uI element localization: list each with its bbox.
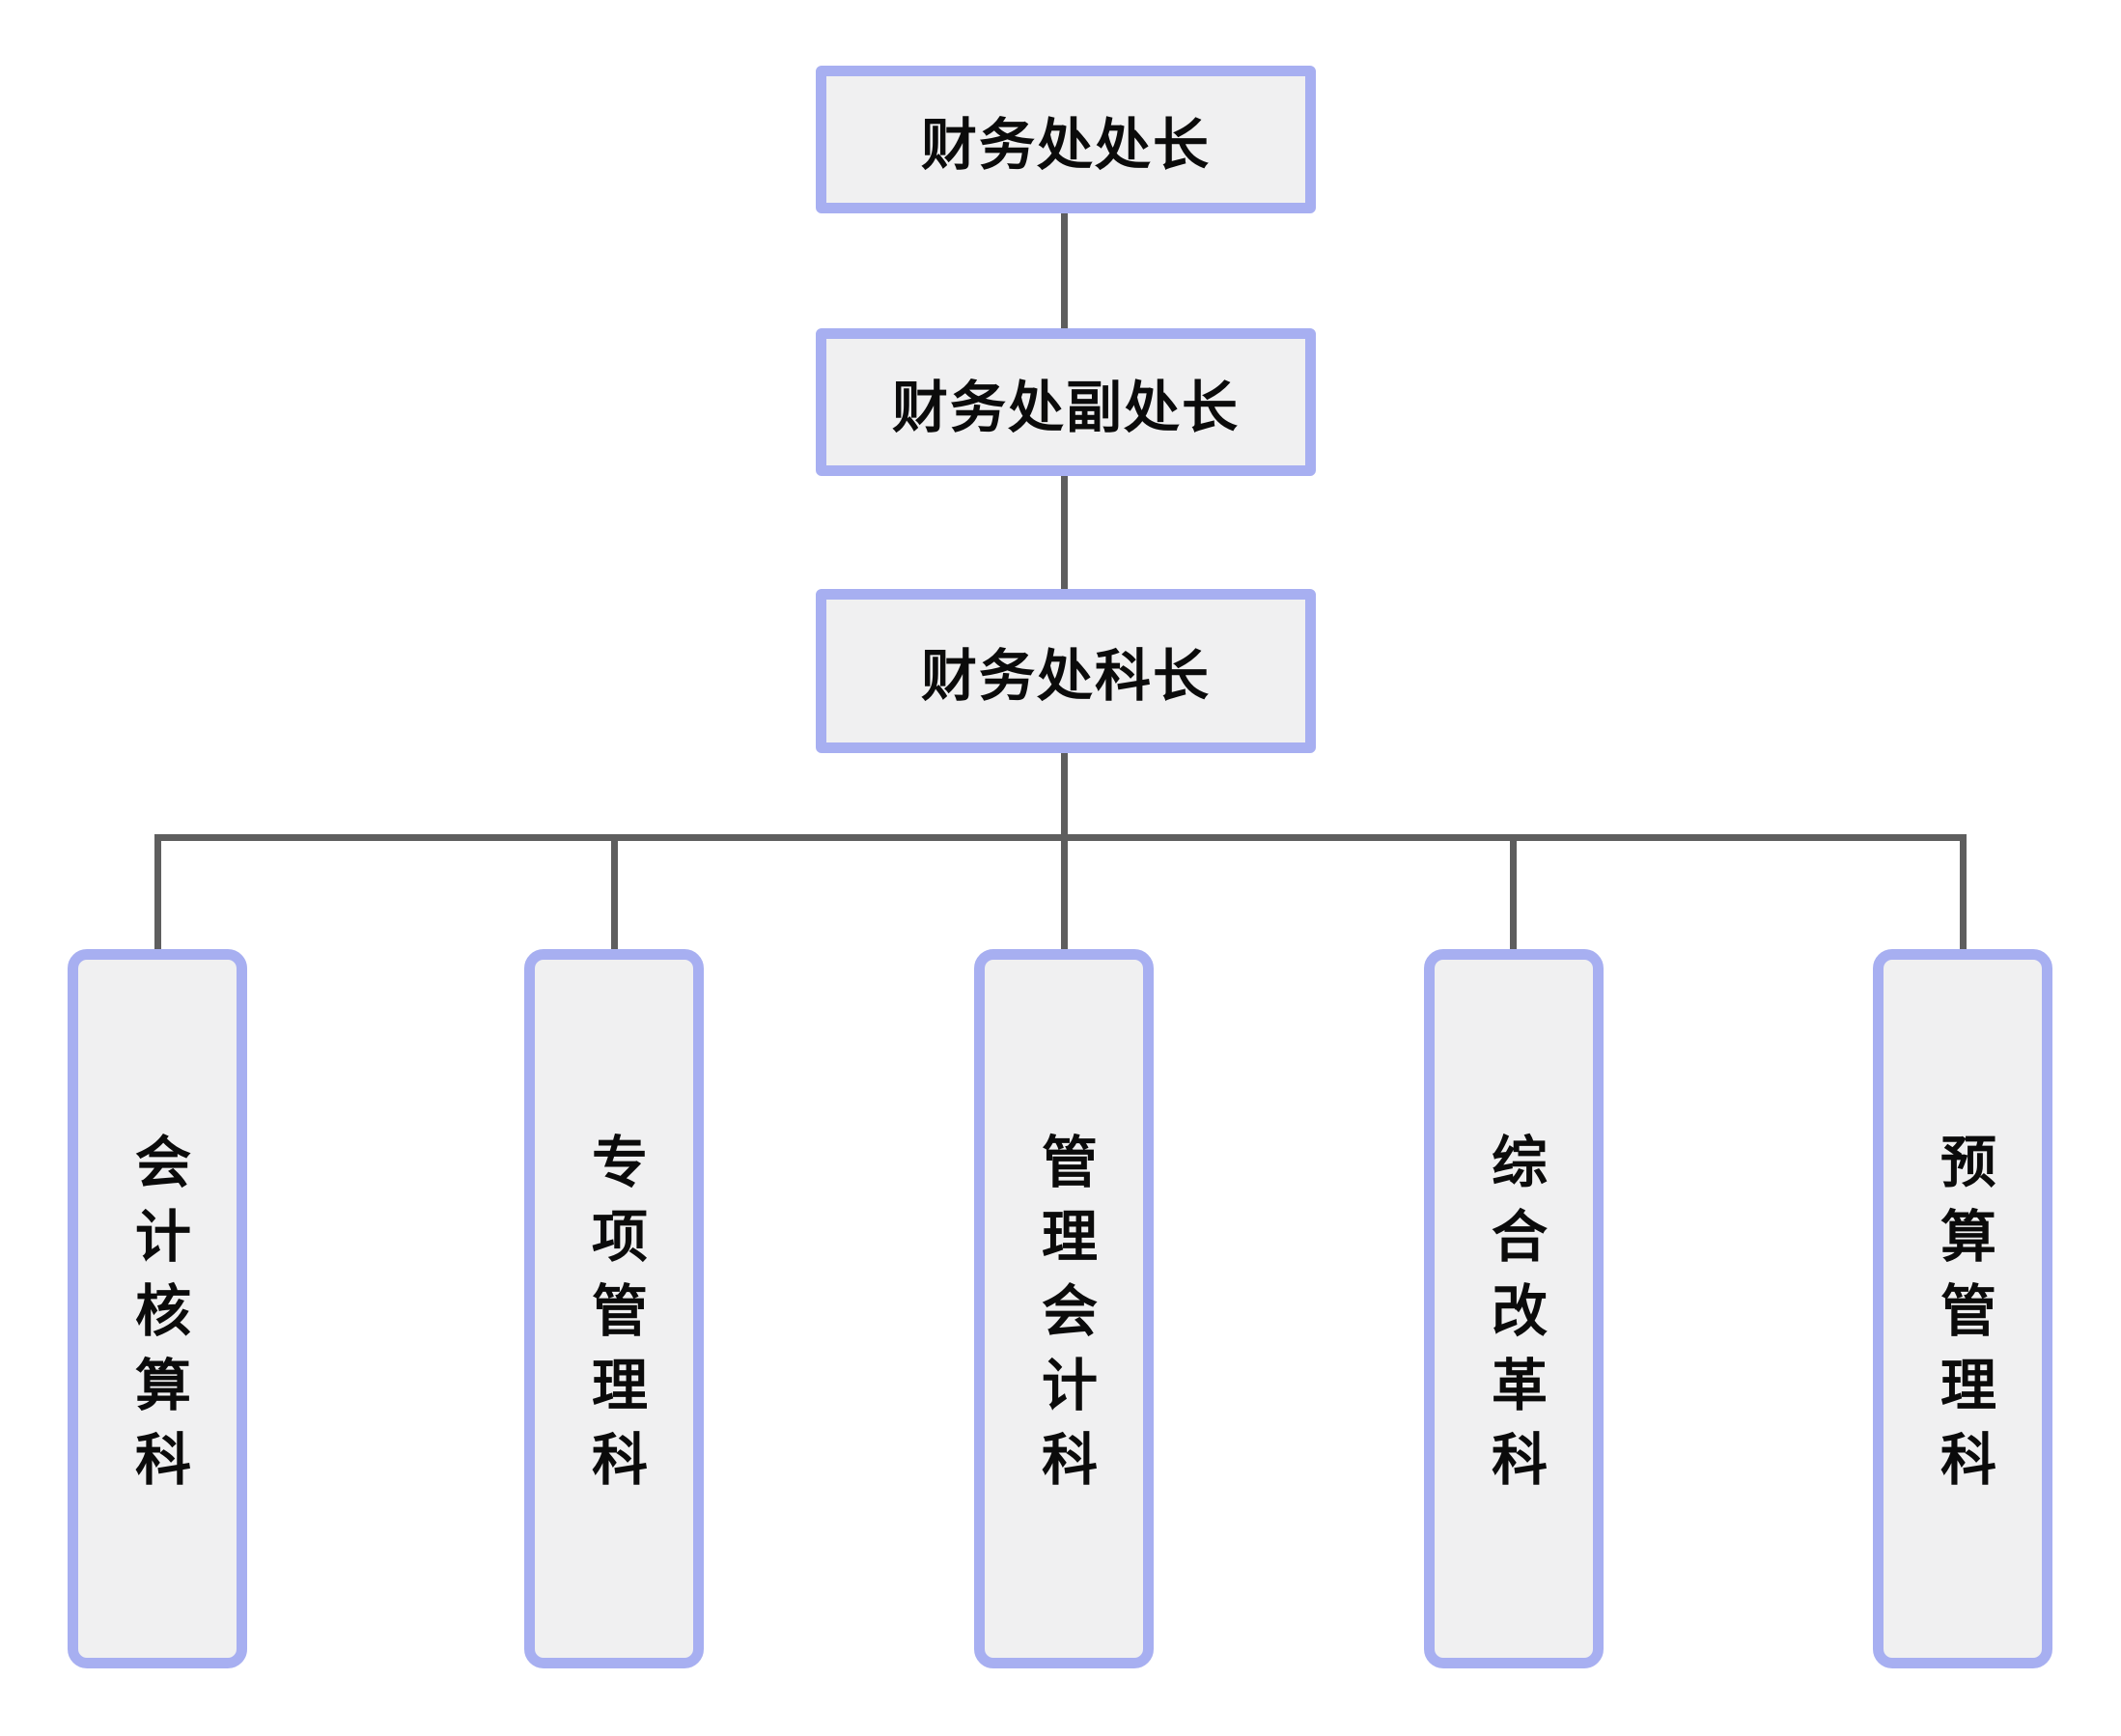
node-section-chief-label: 财务处科长 — [920, 645, 1211, 708]
connector-drop-dept-5 — [1960, 834, 1967, 949]
node-dept-special-management[interactable]: 专项管理科 — [524, 949, 704, 1668]
connector-drop-dept-3 — [1061, 834, 1068, 949]
node-dept-accounting-label: 会计核算科 — [126, 1132, 189, 1504]
node-deputy-director[interactable]: 财务处副处长 — [816, 328, 1316, 476]
node-dept-budget-management[interactable]: 预算管理科 — [1873, 949, 2052, 1668]
node-dept-comprehensive-reform-label: 综合改革科 — [1483, 1132, 1546, 1504]
node-dept-management-accounting-label: 管理会计科 — [1033, 1132, 1096, 1504]
connector-deputy-to-chief — [1061, 476, 1068, 589]
connector-drop-dept-1 — [154, 834, 161, 949]
node-deputy-director-label: 财务处副处长 — [891, 376, 1240, 439]
branch-line — [154, 834, 1967, 841]
node-dept-budget-management-label: 预算管理科 — [1932, 1132, 1995, 1504]
connector-drop-dept-4 — [1510, 834, 1517, 949]
node-section-chief[interactable]: 财务处科长 — [816, 589, 1316, 753]
node-dept-special-management-label: 专项管理科 — [583, 1132, 646, 1504]
node-director-label: 财务处处长 — [920, 113, 1211, 177]
connector-chief-to-branch — [1061, 753, 1068, 841]
node-director[interactable]: 财务处处长 — [816, 66, 1316, 213]
node-dept-management-accounting[interactable]: 管理会计科 — [974, 949, 1154, 1668]
node-dept-accounting[interactable]: 会计核算科 — [68, 949, 247, 1668]
connector-drop-dept-2 — [611, 834, 618, 949]
connector-director-to-deputy — [1061, 213, 1068, 328]
node-dept-comprehensive-reform[interactable]: 综合改革科 — [1424, 949, 1604, 1668]
